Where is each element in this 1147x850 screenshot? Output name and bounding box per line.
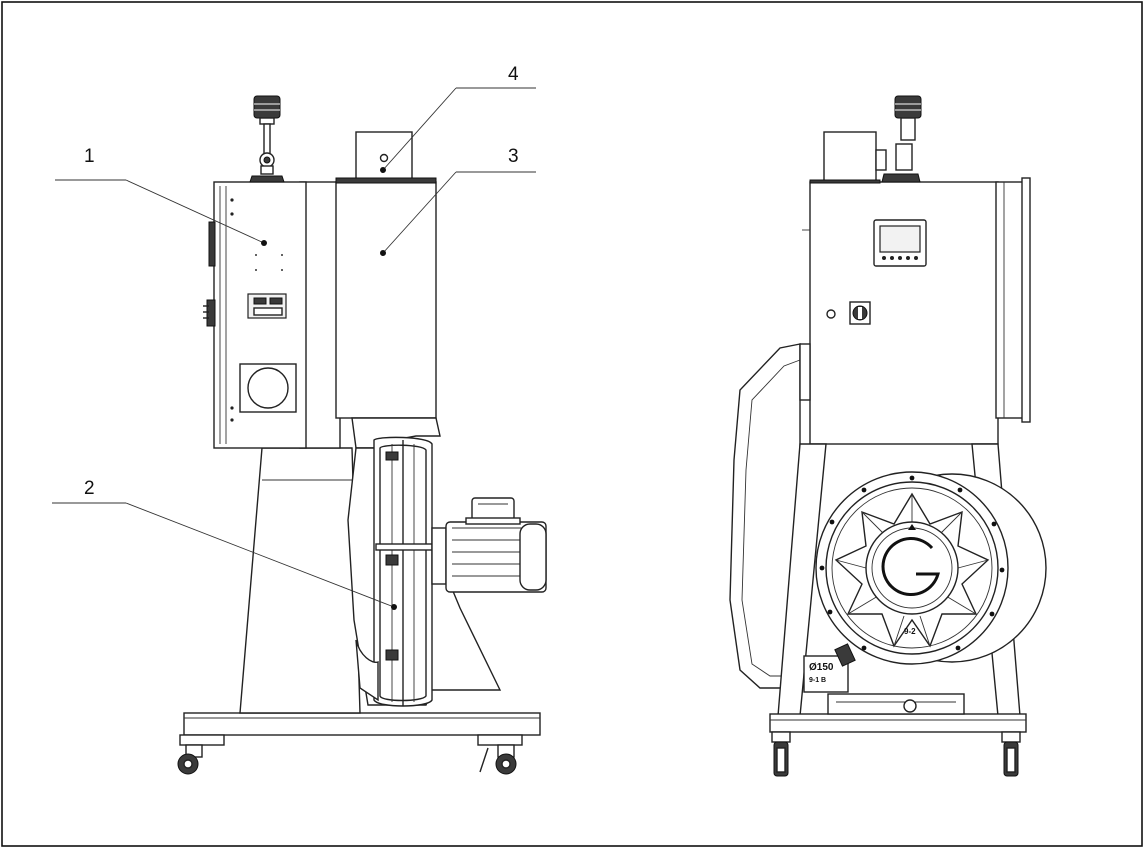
display-panel [873, 219, 927, 267]
support-column [239, 447, 361, 714]
left-caster-2 [477, 734, 523, 775]
right-caster-1 [771, 731, 791, 777]
base-frame [183, 712, 541, 736]
hopper-lid [335, 131, 437, 184]
main-switch [849, 301, 871, 325]
hopper [335, 181, 437, 419]
right-caster-2 [1001, 731, 1021, 777]
control-box [203, 95, 307, 449]
callout-1: 1 [84, 146, 95, 167]
fan-diameter-label: Ø150 [809, 662, 834, 673]
front-view: 9-2 Ø150 9-1 B [729, 95, 1047, 777]
fan-model-label: 9-1 B [809, 677, 826, 684]
callout-4: 4 [508, 64, 519, 85]
blower [355, 436, 547, 707]
fan-housing-label: 9-2 [904, 627, 916, 636]
fan-housing: 9-2 [815, 471, 1047, 665]
side-view [177, 95, 547, 775]
left-caster-1 [177, 734, 225, 775]
callout-2: 2 [84, 478, 95, 499]
callouts: 1 2 3 4 [52, 64, 536, 610]
callout-3: 3 [508, 146, 519, 167]
